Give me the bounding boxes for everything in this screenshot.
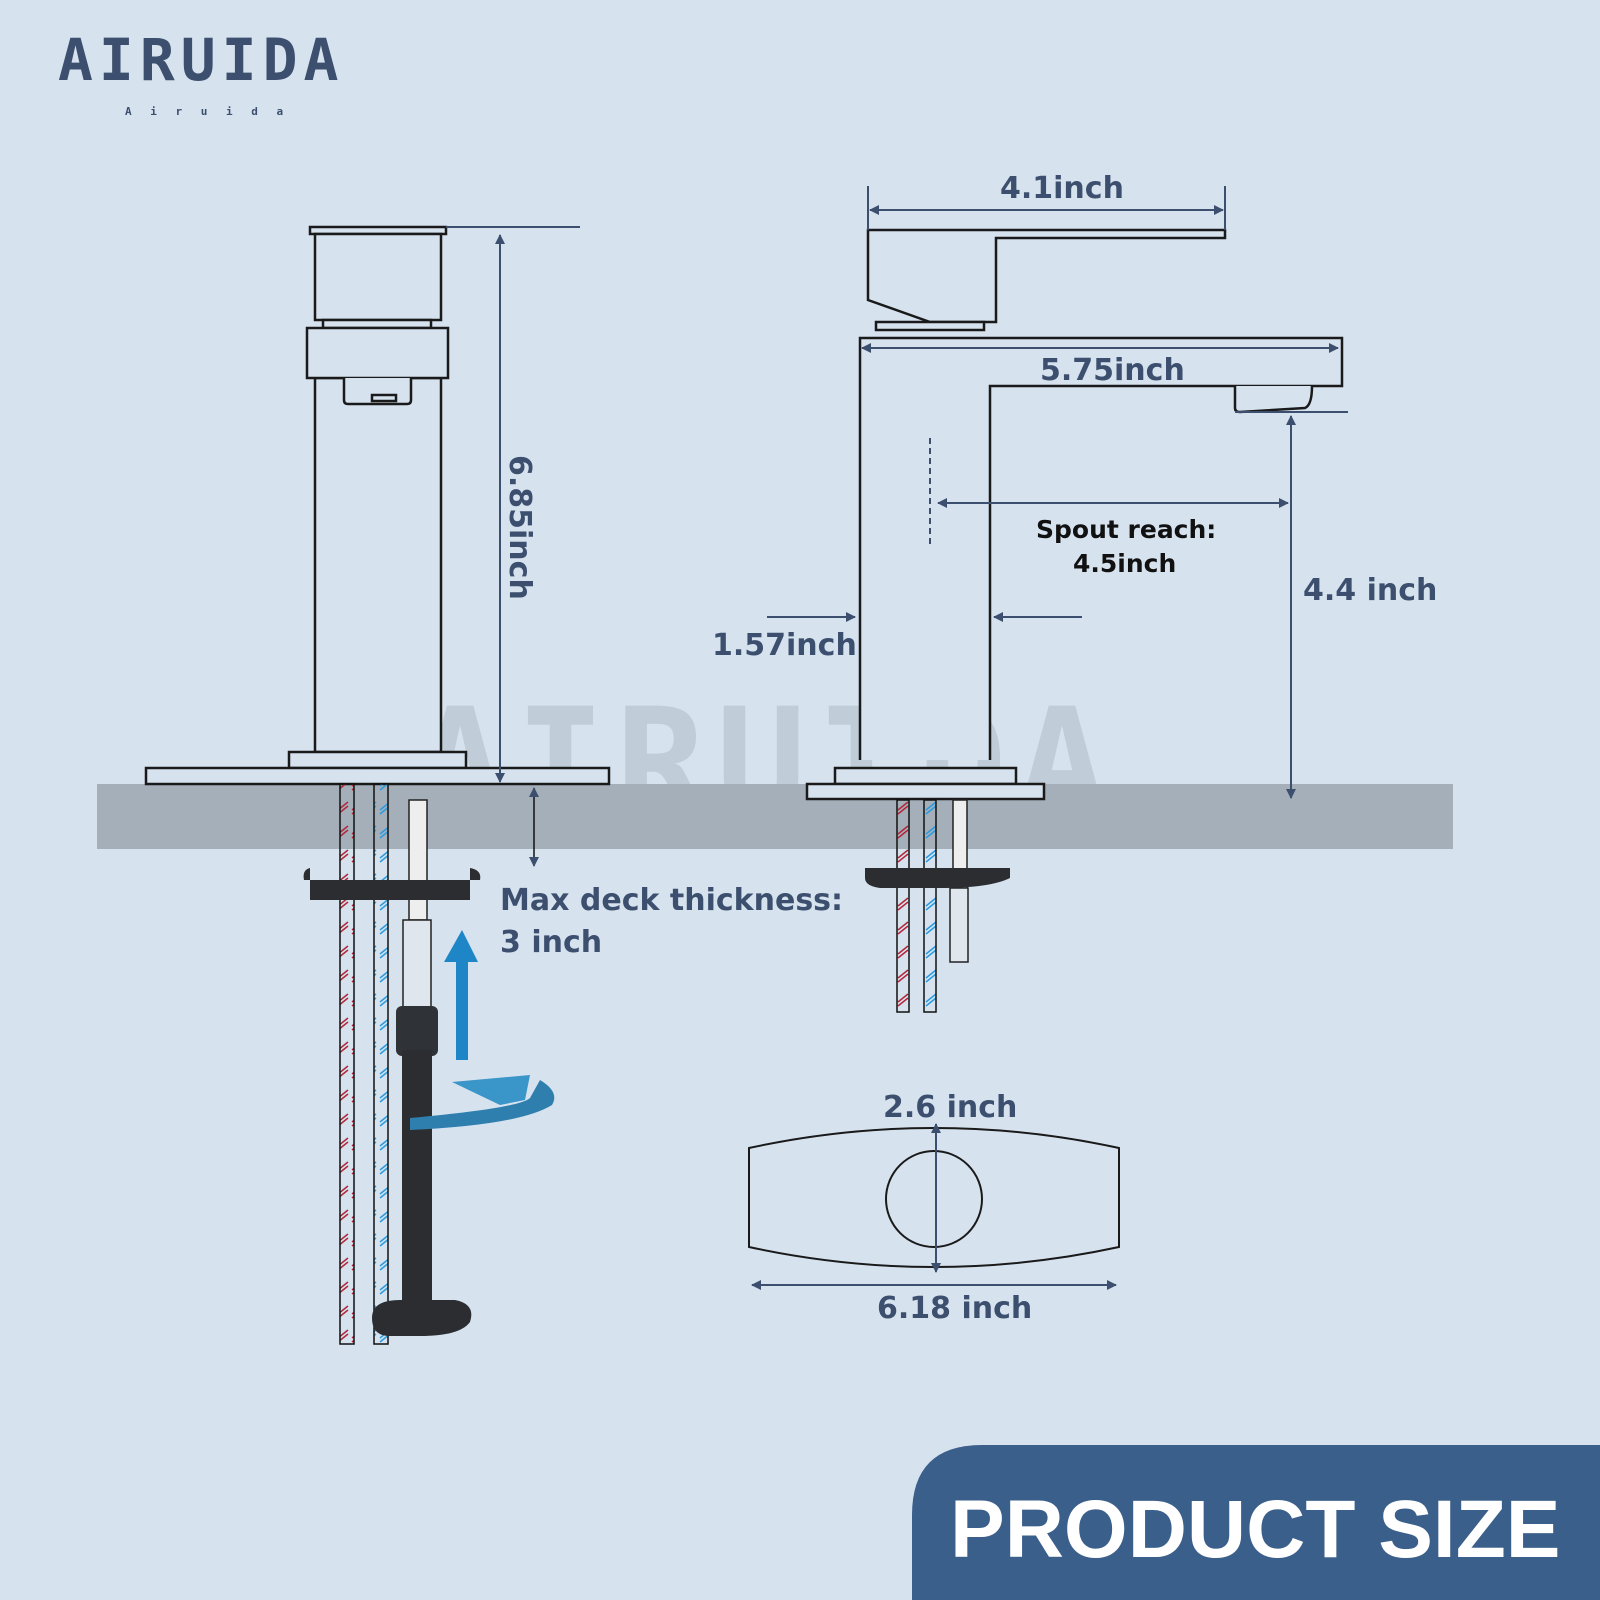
body-width-label: 1.57inch <box>712 628 857 663</box>
badge-label: PRODUCT SIZE <box>950 1484 1560 1575</box>
spout-reach-label: Spout reach: <box>1036 515 1216 544</box>
faucet-front-view <box>144 225 611 1345</box>
escutcheon-plate: 2.6 inch 6.18 inch <box>748 1090 1120 1326</box>
spout-height-label: 4.4 inch <box>1303 573 1437 608</box>
cold-water-hose <box>923 799 937 1013</box>
installation-tool <box>396 1006 438 1056</box>
hot-water-hose <box>896 799 910 1013</box>
hot-water-hose <box>339 783 355 1345</box>
height-label: 6.85inch <box>502 455 537 600</box>
mounting-nut <box>865 868 1010 888</box>
spout-reach-value: 4.5inch <box>1073 549 1176 578</box>
mounting-nut <box>303 868 481 900</box>
deck-thickness-label: Max deck thickness: <box>500 883 843 918</box>
tighten-up-arrow-icon <box>444 930 478 1060</box>
deck <box>97 784 1453 849</box>
faucet-side-view <box>805 228 1344 1013</box>
cold-water-hose <box>373 783 389 1345</box>
plate-hole-label: 2.6 inch <box>883 1090 1017 1125</box>
deck-thickness-value: 3 inch <box>500 925 602 960</box>
threaded-rod <box>408 799 428 921</box>
handle-length-label: 4.1inch <box>1000 171 1124 206</box>
brand-logo: AIRUIDA A i r u i d a <box>58 26 344 118</box>
spout-length-label: 5.75inch <box>1040 353 1185 388</box>
product-size-badge <box>912 1445 1600 1600</box>
rotate-arrow-icon <box>410 1080 555 1130</box>
logo-tagline: A i r u i d a <box>125 105 289 118</box>
logo-wordmark: AIRUIDA <box>58 26 344 94</box>
plate-width-label: 6.18 inch <box>877 1291 1032 1326</box>
